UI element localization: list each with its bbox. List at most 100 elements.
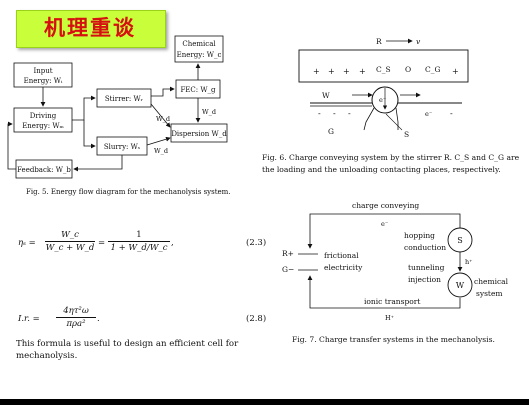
pointer-s bbox=[385, 113, 403, 131]
fig5-caption: Fig. 5. Energy flow diagram for the mech… bbox=[26, 188, 231, 196]
arrow-feedback-to-driving bbox=[7, 121, 16, 170]
plus-sign-3: + bbox=[343, 67, 350, 76]
eq2-tail: . bbox=[97, 314, 100, 324]
label-e-right: e⁻ bbox=[425, 110, 432, 118]
label-hopping-2: conduction bbox=[404, 243, 446, 252]
input-energy-box bbox=[13, 62, 73, 88]
label-cg: C_G bbox=[425, 65, 440, 74]
label-tunneling-2: injection bbox=[408, 275, 441, 284]
formula-note-line1: This formula is useful to design an effi… bbox=[16, 339, 239, 349]
eq1-denominator-2: 1 + W_d/W_c bbox=[110, 243, 168, 253]
eq1-numerator-1: W_c bbox=[61, 230, 79, 240]
dispersion-label: Dispersion W_d bbox=[171, 130, 227, 138]
driving-energy-box bbox=[13, 107, 73, 133]
label-h-plus-bottom: H⁺ bbox=[385, 314, 394, 322]
label-cs: C_S bbox=[376, 65, 391, 74]
particle-tail-left bbox=[363, 107, 375, 131]
label-e-top: e⁻ bbox=[381, 220, 388, 228]
label-chemical-2: system bbox=[476, 289, 503, 298]
node-w-label: W bbox=[456, 281, 465, 290]
eq2-number: (2.8) bbox=[246, 314, 267, 324]
minus-sign-1: - bbox=[318, 109, 321, 118]
label-r-plus: R+ bbox=[282, 249, 294, 258]
eq1-fraction-bar-2 bbox=[108, 241, 170, 242]
slide-title: 机理重谈 bbox=[44, 16, 136, 40]
label-tunneling-1: tunneling bbox=[408, 263, 445, 272]
label-chemical-1: chemical bbox=[474, 277, 509, 286]
input-energy-line1: Input bbox=[33, 67, 52, 75]
chemical-energy-line2: Energy: W_c bbox=[177, 51, 222, 59]
label-w: W bbox=[322, 91, 330, 100]
label-o: O bbox=[405, 65, 411, 74]
chemical-energy-line1: Chemical bbox=[182, 40, 216, 48]
eq2-lhs: I.r. = bbox=[18, 314, 40, 324]
arrow-slurry-to-feedback bbox=[73, 155, 123, 172]
label-v: v bbox=[416, 37, 421, 46]
arrow-driving-to-stirrer bbox=[72, 95, 96, 121]
label-g-minus: G− bbox=[282, 265, 294, 274]
fig6-caption-line1: Fig. 6. Charge conveying system by the s… bbox=[262, 153, 520, 162]
loop-top-line bbox=[307, 213, 461, 249]
label-wd-1: W_d bbox=[156, 115, 170, 123]
eq1-equals: = bbox=[98, 238, 106, 248]
eq1-lhs: ηₛ = bbox=[18, 238, 36, 248]
equation-2-8: I.r. = 4ητ²ω πρa² . (2.8) bbox=[14, 306, 267, 336]
label-ionic-transport: ionic transport bbox=[364, 297, 420, 306]
node-w-circle bbox=[447, 272, 473, 298]
label-wd-2: W_d bbox=[202, 108, 216, 116]
eq1-numerator-2: 1 bbox=[136, 230, 142, 240]
stirrer-label: Stirrer: Wᵣ bbox=[105, 95, 144, 103]
label-wd-3: W_d bbox=[154, 147, 168, 155]
equation-2-3: ηₛ = W_c W_c + W_d = 1 1 + W_d/W_c , (2.… bbox=[14, 228, 267, 264]
plus-sign-1: + bbox=[313, 67, 320, 76]
label-g: G bbox=[328, 127, 334, 136]
label-charge-conveying: charge conveying bbox=[352, 201, 419, 210]
fig7-caption: Fig. 7. Charge transfer systems in the m… bbox=[292, 335, 495, 344]
fec-label: FEC: W_g bbox=[180, 86, 216, 94]
plus-sign-2: + bbox=[328, 67, 335, 76]
label-frictional-2: electricity bbox=[324, 263, 363, 272]
input-energy-line2: Energy: Wᵢ bbox=[24, 77, 63, 85]
chemical-energy-box bbox=[174, 35, 224, 63]
arrow-driving-to-slurry bbox=[83, 120, 96, 149]
label-r: R bbox=[376, 37, 382, 46]
formula-note-line2: mechanolysis. bbox=[16, 351, 78, 361]
title-banner bbox=[16, 10, 166, 48]
loop-bottom-line bbox=[307, 275, 461, 309]
label-hopping-1: hopping bbox=[404, 231, 435, 240]
minus-sign-right: - bbox=[450, 109, 453, 118]
formula-note: This formula is useful to design an effi… bbox=[16, 338, 272, 362]
label-frictional-1: frictional bbox=[324, 251, 359, 260]
eq2-numerator: 4ητ²ω bbox=[63, 306, 89, 316]
particle-tail-right bbox=[395, 107, 399, 130]
eq1-tail: , bbox=[171, 238, 174, 248]
fig6-caption: Fig. 6. Charge conveying system by the s… bbox=[262, 152, 524, 176]
arrow-stirrer-to-dispersion bbox=[150, 103, 171, 128]
stirrer-box bbox=[96, 88, 152, 108]
eq1-fraction-bar-1 bbox=[45, 241, 95, 242]
slurry-label: Slurry: Wₛ bbox=[104, 143, 141, 151]
dispersion-box bbox=[170, 123, 228, 143]
bottom-bar bbox=[0, 399, 529, 405]
plus-sign-right: + bbox=[452, 67, 459, 76]
feedback-label: Feedback: W_b bbox=[17, 166, 71, 174]
eq2-fraction-bar bbox=[56, 317, 96, 318]
node-s-label: S bbox=[457, 236, 462, 245]
minus-sign-3: - bbox=[348, 109, 351, 118]
driving-energy-line1: Driving bbox=[30, 112, 57, 120]
fig6-caption-line2: the loading and the unloading contacting… bbox=[262, 165, 501, 174]
eq1-denominator-1: W_c + W_d bbox=[45, 243, 95, 253]
arrow-stirrer-to-fec bbox=[151, 86, 175, 97]
arrow-slurry-to-dispersion bbox=[146, 136, 171, 146]
label-s: S bbox=[404, 130, 409, 139]
eq1-number: (2.3) bbox=[246, 238, 267, 248]
label-e-center: e⁻ bbox=[379, 96, 386, 104]
minus-sign-2: - bbox=[333, 109, 336, 118]
stirrer-bar bbox=[298, 49, 469, 83]
plus-sign-4: + bbox=[359, 67, 366, 76]
driving-energy-line2: Energy: Wₘ bbox=[22, 122, 64, 130]
label-h-plus-mid: h⁺ bbox=[465, 258, 473, 266]
